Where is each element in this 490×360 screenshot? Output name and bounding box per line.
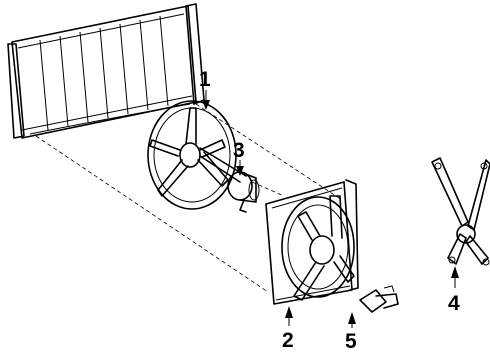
callout-2: 2	[282, 329, 294, 352]
radiator	[7, 3, 205, 139]
assembly-line-fan-shroud	[195, 103, 343, 201]
callout-4: 4	[448, 292, 460, 315]
wiring-connector	[359, 285, 399, 313]
assembly-line-radiator-shroud	[35, 135, 269, 293]
leader-arrows	[202, 90, 459, 328]
assembly-line-motor	[251, 181, 285, 197]
fan-blade	[147, 100, 237, 210]
callout-1: 1	[199, 68, 211, 91]
fan-shroud	[265, 179, 359, 305]
motor-bracket	[431, 157, 490, 266]
callout-3: 3	[233, 139, 245, 162]
callout-5: 5	[345, 330, 357, 353]
